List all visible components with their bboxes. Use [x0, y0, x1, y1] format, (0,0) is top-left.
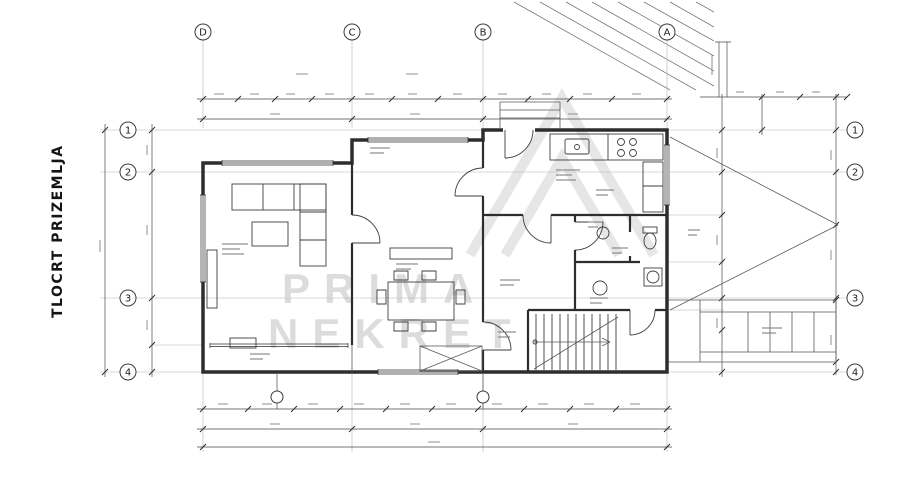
- grid-label-right-4: 4: [852, 368, 858, 379]
- grid-bubble-top-c: [343, 23, 361, 41]
- window-living-left: [200, 194, 206, 283]
- staircase: [532, 314, 619, 370]
- grid-bubble-top-a: [658, 23, 676, 41]
- glass-wall-terrace: [209, 343, 349, 348]
- grid-label-top-a: A: [664, 28, 671, 39]
- exterior-stairs: [668, 299, 837, 363]
- grid-bubble-bottom-1: [270, 390, 284, 404]
- dimension-ticks: [101, 93, 851, 451]
- watermark-text-2: NEKRET: [268, 310, 525, 357]
- watermark-text-1: PRIMA: [282, 265, 487, 312]
- grid-label-right-2: 2: [852, 168, 858, 179]
- window-dining-top: [367, 137, 469, 143]
- window-living-top: [221, 160, 334, 166]
- watermark-logo-roof-icon: [465, 88, 659, 258]
- grid-bubble-left-4: [119, 363, 137, 381]
- grid-bubble-right-2: [846, 163, 864, 181]
- grid-label-top-c: C: [349, 28, 356, 39]
- grid-bubble-bottom-2: [476, 390, 490, 404]
- section-sight-lines: [669, 136, 839, 311]
- grid-bubble-right-1: [846, 121, 864, 139]
- furniture: [206, 133, 664, 372]
- window-kitchen-right: [664, 144, 670, 206]
- room-label-marks: [222, 147, 782, 360]
- grid-bubbles: D C B A 1 2 3 4 1 2 3 4: [119, 23, 864, 409]
- interior-walls: [350, 130, 667, 372]
- dimension-lines: [99, 41, 851, 451]
- grid-label-left-3: 3: [125, 294, 131, 305]
- terrain-hatch: [513, 1, 715, 91]
- void-cross-box: [419, 345, 483, 372]
- grid-label-left-2: 2: [125, 168, 131, 179]
- grid-label-left-4: 4: [125, 368, 131, 379]
- entrance-porch: [499, 101, 561, 128]
- washing-machine: [643, 267, 663, 287]
- sideboard: [389, 247, 453, 260]
- kitchen-counter: [549, 133, 664, 213]
- grid-bubble-right-3: [846, 289, 864, 307]
- washbasin: [596, 226, 610, 240]
- dining-set: [376, 247, 466, 332]
- grid-label-top-b: B: [480, 28, 487, 39]
- dimension-figures: [99, 55, 832, 443]
- grid-bubble-left-1: [119, 121, 137, 139]
- tv-unit: [206, 249, 218, 309]
- grid-bubble-left-2: [119, 163, 137, 181]
- kitchen-sink: [564, 138, 590, 155]
- grid-bubble-top-d: [194, 23, 212, 41]
- grid-label-right-1: 1: [852, 126, 858, 137]
- grid-label-left-1: 1: [125, 126, 131, 137]
- sofa: [231, 183, 327, 267]
- grid-bubble-left-3: [119, 289, 137, 307]
- grid-bubble-top-b: [474, 23, 492, 41]
- grid-label-right-3: 3: [852, 294, 858, 305]
- window-bottom: [377, 369, 459, 375]
- walls: [200, 127, 670, 375]
- grid-label-top-d: D: [199, 28, 207, 39]
- stove: [617, 138, 637, 157]
- boiler: [592, 280, 608, 296]
- side-table: [229, 337, 257, 349]
- coffee-table: [251, 221, 289, 247]
- grid-bubble-right-4: [846, 363, 864, 381]
- bathroom-fixtures: [592, 226, 663, 296]
- plan-title: TLOCRT PRIZEMLJA: [50, 144, 66, 318]
